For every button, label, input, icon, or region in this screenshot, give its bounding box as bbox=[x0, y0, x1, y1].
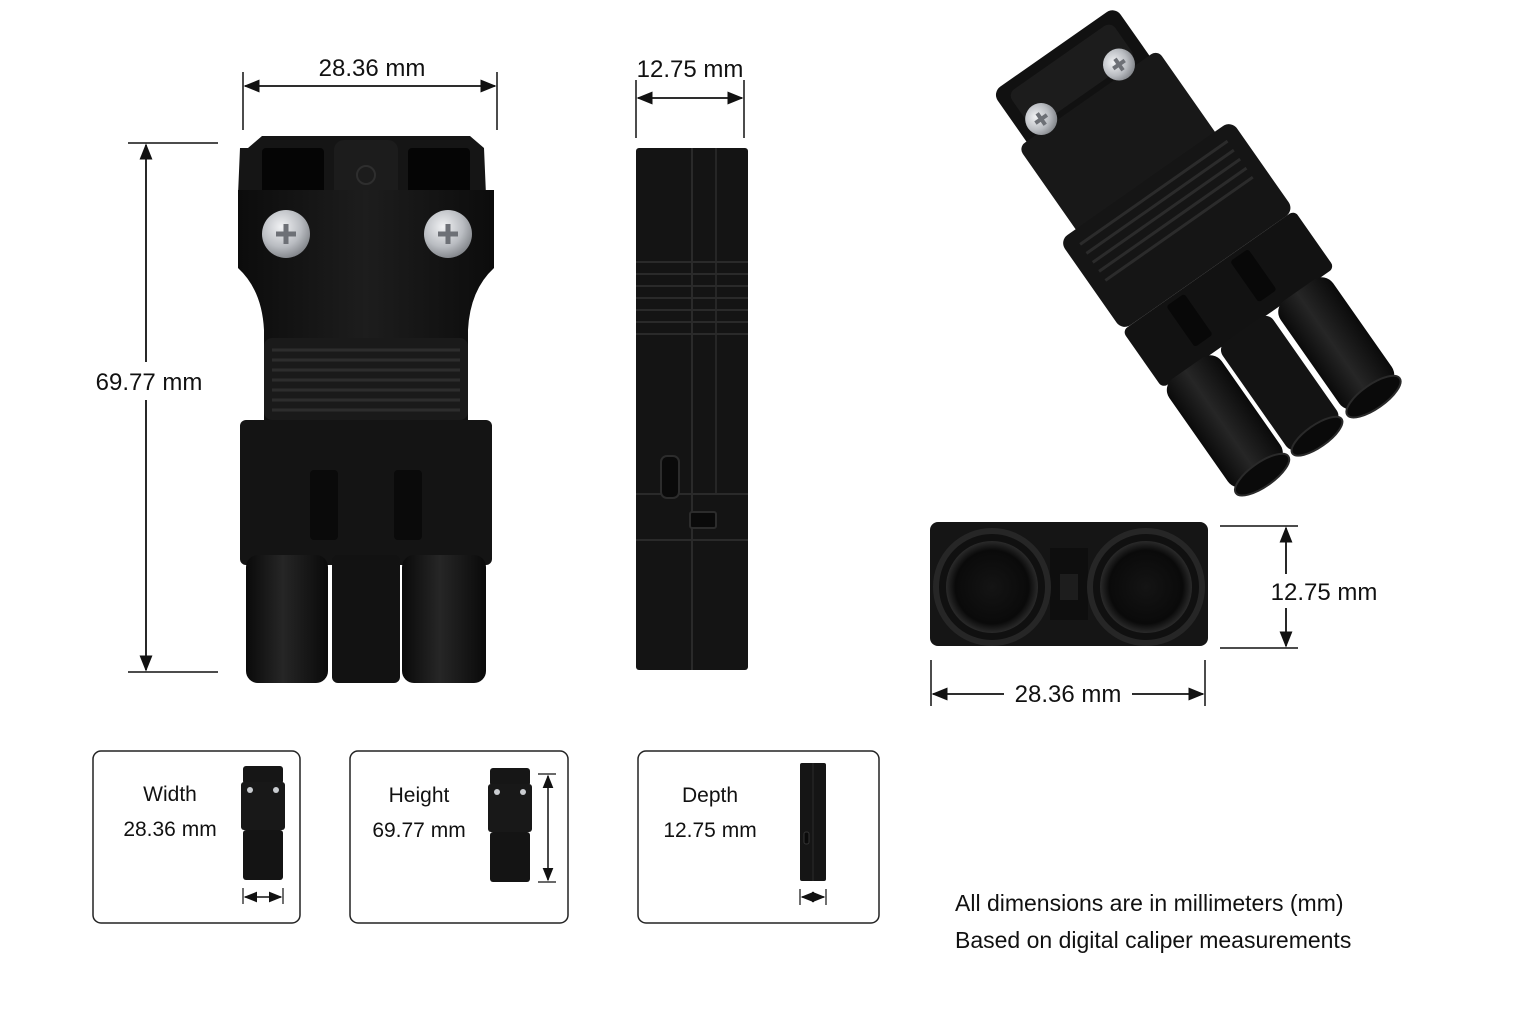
end-view-connector bbox=[930, 522, 1208, 646]
width-card-value: 28.36 mm bbox=[123, 818, 216, 841]
front-view-connector bbox=[238, 136, 494, 683]
side-depth-label: 12.75 mm bbox=[637, 56, 744, 83]
front-width-label: 28.36 mm bbox=[319, 55, 426, 82]
height-card: Height 69.77 mm bbox=[349, 750, 569, 924]
end-width-label: 28.36 mm bbox=[1015, 681, 1122, 708]
side-view-connector bbox=[636, 148, 748, 670]
width-card-title: Width bbox=[143, 783, 197, 806]
measurement-note: Based on digital caliper measurements bbox=[955, 927, 1352, 953]
end-height-label: 12.75 mm bbox=[1271, 579, 1378, 606]
front-height-label: 69.77 mm bbox=[96, 369, 203, 396]
height-card-thumbnail bbox=[488, 768, 532, 882]
width-card-thumbnail bbox=[241, 766, 285, 880]
depth-card-title: Depth bbox=[682, 784, 738, 807]
height-card-value: 69.77 mm bbox=[372, 819, 465, 842]
width-card: Width 28.36 mm bbox=[92, 750, 301, 924]
depth-card: Depth 12.75 mm bbox=[637, 750, 880, 924]
depth-card-value: 12.75 mm bbox=[663, 819, 756, 842]
depth-card-thumbnail bbox=[800, 763, 826, 881]
height-card-title: Height bbox=[389, 784, 450, 807]
isometric-view-connector bbox=[995, 10, 1402, 497]
units-note: All dimensions are in millimeters (mm) bbox=[955, 890, 1344, 916]
